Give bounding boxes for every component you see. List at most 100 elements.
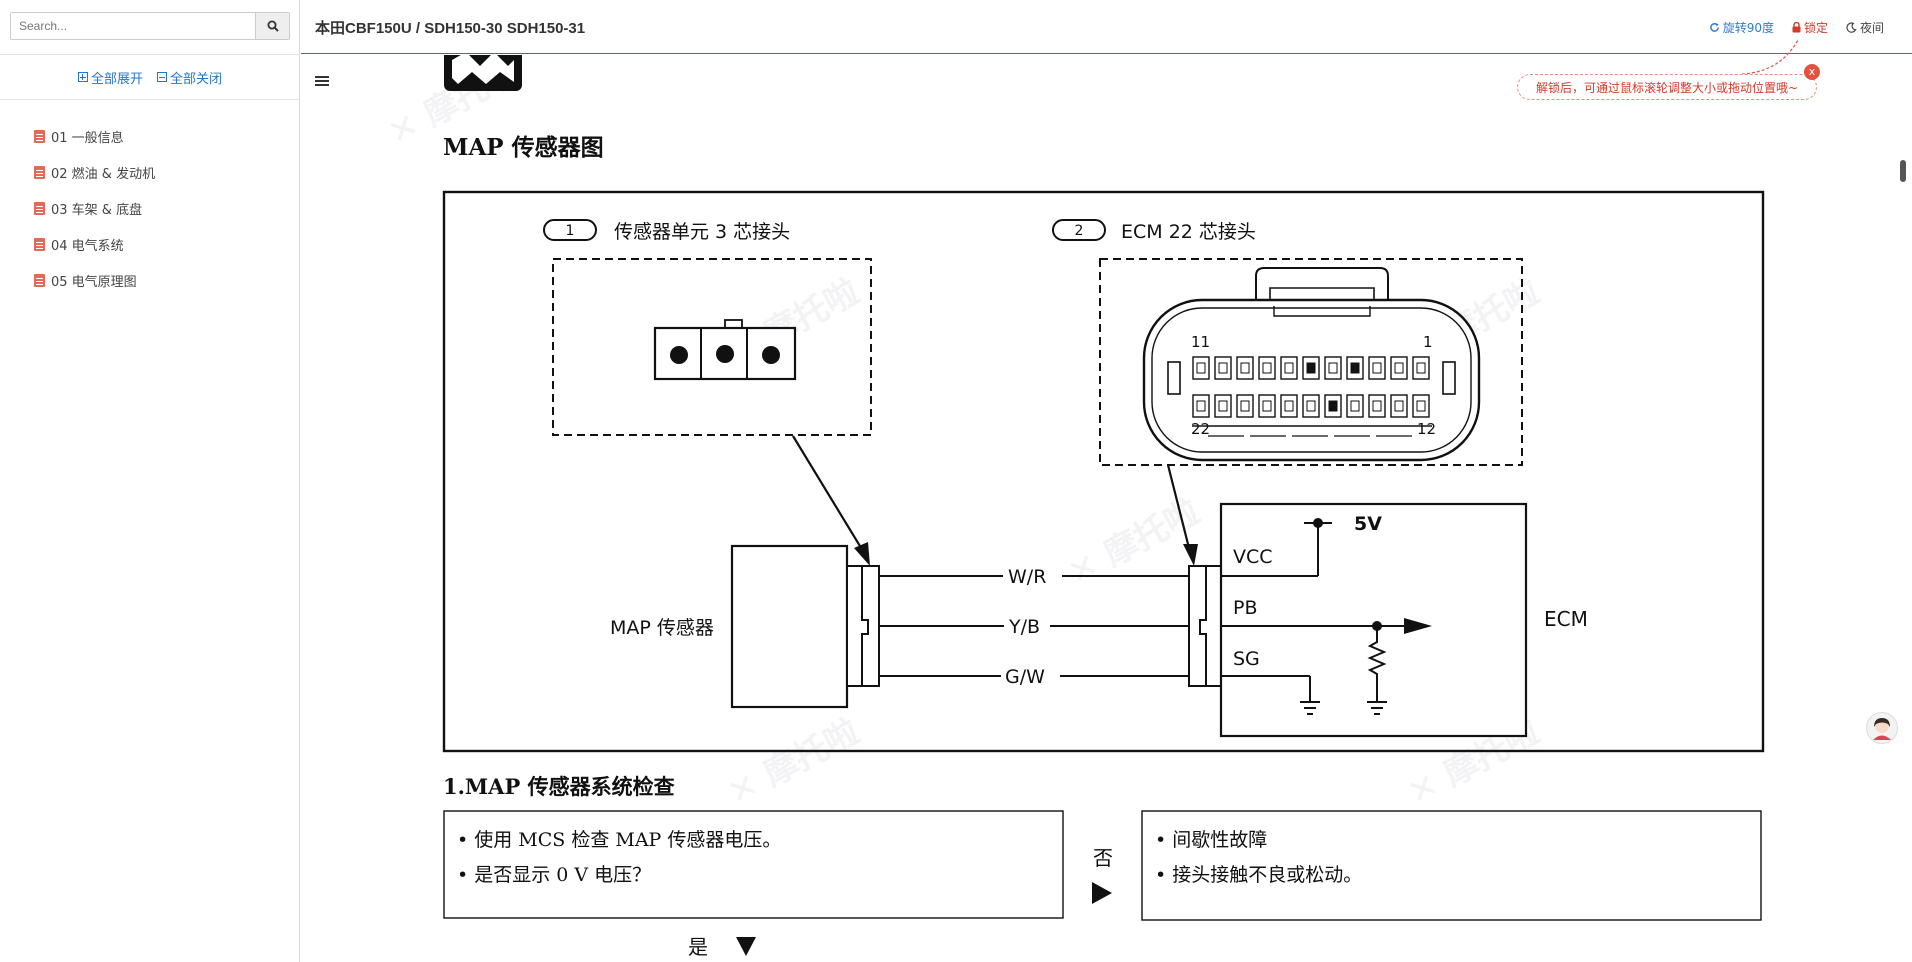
- no-result-line-1: • 间歇性故障: [1155, 829, 1267, 851]
- no-result-line-2: • 接头接触不良或松动。: [1155, 864, 1362, 886]
- no-result-box: [1141, 810, 1762, 921]
- connector-pin-socket: [1306, 362, 1316, 374]
- document-icon: [34, 273, 45, 287]
- document-icon: [34, 237, 45, 251]
- connector-pin-socket: [1262, 362, 1272, 374]
- expand-all-label: 全部展开: [90, 71, 143, 87]
- connector-pin-socket: [1218, 400, 1228, 412]
- ecm-internal-circuit: [1221, 518, 1432, 715]
- search-input[interactable]: [11, 13, 255, 39]
- document-viewer[interactable]: ✕ 摩托啦 ✕ 摩托啦 ✕ 摩托啦 ✕ 摩托啦 ✕ 摩托啦 ✕ 摩托啦 MAP …: [301, 55, 1896, 962]
- sidebar-item-electrical[interactable]: 04 电气系统: [34, 226, 155, 262]
- ecm-connector-plug: [1188, 565, 1222, 687]
- diagram-frame: [442, 190, 1765, 753]
- connector-1-label: 传感器单元 3 芯接头: [614, 221, 790, 243]
- connector-2-callout: 2 ECM 22 芯接头: [1052, 219, 1256, 243]
- pin-row-bottom: [1192, 394, 1430, 418]
- header-actions: 旋转90度 锁定 夜间: [1709, 19, 1884, 36]
- callout-number: 2: [1075, 223, 1084, 239]
- pin-label-22: 22: [1191, 420, 1210, 438]
- menu-toggle-icon[interactable]: [315, 76, 329, 88]
- connector-pin-socket: [1218, 362, 1228, 374]
- connector-pin-socket: [1372, 400, 1382, 412]
- callout-number: 1: [566, 223, 575, 239]
- lock-label: 锁定: [1803, 21, 1828, 35]
- connector-pin-socket: [1350, 400, 1360, 412]
- ecm-label: ECM: [1544, 607, 1588, 631]
- sidebar: 全部展开 全部关闭 01 一般信息 02 燃油 & 发动机 03 车架 & 底盘…: [0, 0, 300, 962]
- connector-pin-socket: [1196, 362, 1206, 374]
- ecm-pin-vcc: VCC: [1233, 546, 1273, 568]
- no-branch-label: 否: [1093, 846, 1113, 870]
- connector-pin-socket: [1416, 362, 1426, 374]
- rotate-label: 旋转90度: [1722, 21, 1774, 35]
- connector-pin-socket: [1328, 362, 1338, 374]
- sidebar-item-wiring-diagram[interactable]: 05 电气原理图: [34, 262, 155, 298]
- connector-pin-socket: [1240, 400, 1250, 412]
- arrowhead: [1183, 544, 1198, 566]
- document-scrollbar-thumb[interactable]: [1900, 160, 1906, 182]
- lock-icon: [1792, 22, 1801, 33]
- connector-pin-socket: [1372, 362, 1382, 374]
- connector-2-label: ECM 22 芯接头: [1121, 221, 1256, 243]
- lock-button[interactable]: 锁定: [1792, 19, 1828, 36]
- document-icon: [34, 165, 45, 179]
- hint-pointer-curve: [1741, 39, 1799, 75]
- ecm-pin-sg: SG: [1233, 648, 1260, 670]
- 22-pin-connector: 11 1 22 12: [1142, 267, 1481, 462]
- rotate-icon: [1709, 22, 1719, 32]
- check-section-title: 1.MAP 传感器系统检查: [443, 774, 675, 799]
- sidebar-item-label: 02 燃油 & 发动机: [51, 166, 156, 182]
- sidebar-item-label: 03 车架 & 底盘: [51, 202, 143, 218]
- connector-2-detail-box: [1099, 258, 1523, 466]
- connector-1-callout: 1 传感器单元 3 芯接头: [543, 219, 790, 243]
- yes-branch-label: 是: [688, 935, 708, 959]
- connector-1-detail-box: [552, 258, 872, 436]
- search-icon: [267, 20, 279, 32]
- rotate-button[interactable]: 旋转90度: [1709, 19, 1774, 36]
- connector-pin-socket: [1416, 400, 1426, 412]
- moon-icon: [1846, 22, 1857, 33]
- pin-label-1: 1: [1423, 333, 1433, 351]
- sidebar-item-label: 04 电气系统: [51, 238, 124, 254]
- hint-text: 解锁后，可通过鼠标滚轮调整大小或拖动位置哦~: [1535, 80, 1799, 95]
- wire-label-w-r: W/R: [1008, 566, 1046, 588]
- assistant-avatar[interactable]: [1866, 712, 1898, 744]
- chapter-list: 01 一般信息 02 燃油 & 发动机 03 车架 & 底盘 04 电气系统 0…: [34, 118, 155, 298]
- 3-pin-connector: [653, 319, 797, 381]
- document-icon: [34, 201, 45, 215]
- hint-close-button[interactable]: x: [1804, 64, 1820, 80]
- pin-label-11: 11: [1191, 333, 1210, 351]
- pin-label-12: 12: [1417, 420, 1436, 438]
- girl-avatar-icon: [1873, 718, 1891, 740]
- connector-pin-socket: [1284, 400, 1294, 412]
- sidebar-item-frame-chassis[interactable]: 03 车架 & 底盘: [34, 190, 155, 226]
- connector-pin-socket: [1328, 400, 1338, 412]
- arrowhead: [854, 542, 870, 566]
- collapse-all-link[interactable]: 全部关闭: [157, 68, 222, 87]
- connector-pin-socket: [1306, 400, 1316, 412]
- voltage-label: 5V: [1354, 513, 1382, 535]
- right-arrow-icon: [1092, 882, 1112, 904]
- connector-pin-socket: [1196, 400, 1206, 412]
- wire-harness: [879, 575, 1191, 677]
- map-sensor-label: MAP 传感器: [610, 617, 714, 639]
- minus-square-icon: [157, 72, 167, 82]
- connector-pin-socket: [1262, 400, 1272, 412]
- ecm-box: [1219, 502, 1528, 738]
- connector-2-pointer-line: [1166, 464, 1193, 557]
- plus-square-icon: [77, 72, 88, 82]
- sidebar-item-label: 01 一般信息: [51, 130, 124, 146]
- sidebar-item-fuel-engine[interactable]: 02 燃油 & 发动机: [34, 154, 155, 190]
- expand-all-link[interactable]: 全部展开: [77, 68, 143, 87]
- ecm-pin-pb: PB: [1233, 597, 1258, 619]
- sidebar-item-general[interactable]: 01 一般信息: [34, 118, 155, 154]
- page-title: 本田CBF150U / SDH150-30 SDH150-31: [315, 20, 586, 37]
- pin-row-top: [1192, 356, 1430, 380]
- top-logo-fragment: [444, 55, 522, 91]
- wire-label-y-b: Y/B: [1008, 616, 1040, 638]
- sidebar-item-label: 05 电气原理图: [51, 274, 137, 290]
- search-button[interactable]: [255, 13, 289, 39]
- night-mode-button[interactable]: 夜间: [1846, 19, 1884, 36]
- document-icon: [34, 129, 45, 143]
